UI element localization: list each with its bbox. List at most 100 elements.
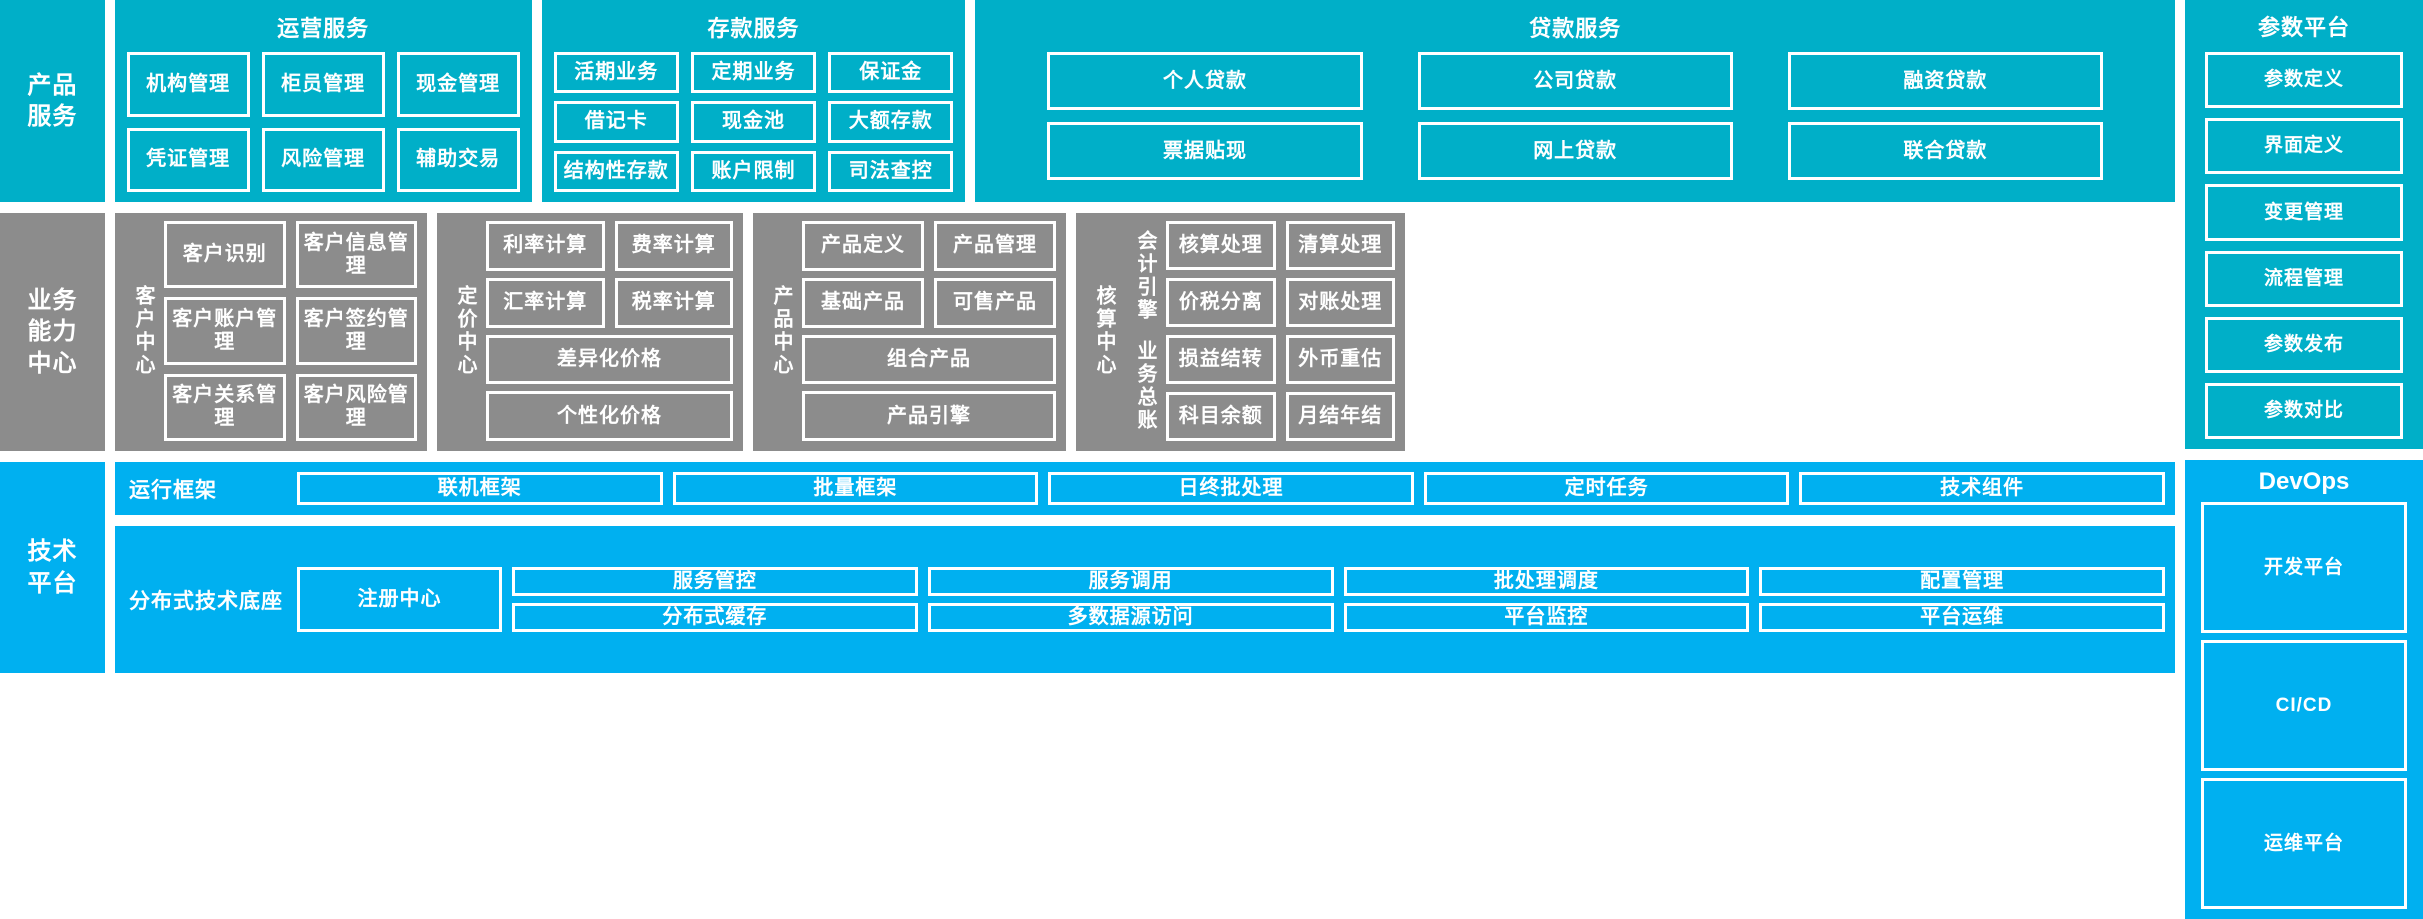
band-product-services: 产品服务 运营服务 机构管理 柜员管理 现金管理 凭证管理 风险管理 辅助交易 … [0,0,2175,202]
accounting-sublabels: 会计引擎 业务总账 [1125,221,1166,441]
capability-item[interactable]: 基础产品 [802,277,924,328]
capability-item[interactable]: 客户识别 [164,221,286,289]
capability-item[interactable]: 客户签约管理 [295,297,417,365]
capability-item[interactable]: 客户关系管理 [164,373,286,441]
tech-item-registry[interactable]: 注册中心 [297,567,502,632]
capability-item[interactable]: 差异化价格 [486,334,733,385]
service-item[interactable]: 票据贴现 [1047,122,1363,180]
devops-item[interactable]: 运维平台 [2201,778,2407,909]
capability-item[interactable]: 组合产品 [802,334,1056,385]
tech-item[interactable]: 服务管控 [512,567,918,596]
capability-item[interactable]: 客户账户管理 [164,297,286,365]
capability-item[interactable]: 税率计算 [614,277,733,328]
panel-title-parameter-platform: 参数平台 [2257,15,2350,40]
capability-item[interactable]: 可售产品 [934,277,1056,328]
tech-item[interactable]: 批量框架 [672,472,1039,505]
panel-parameter-platform: 参数平台 参数定义 界面定义 变更管理 流程管理 参数发布 参数对比 [2185,0,2423,449]
param-item[interactable]: 流程管理 [2205,250,2403,307]
param-item[interactable]: 界面定义 [2205,118,2403,175]
devops-items: 开发平台 CI/CD 运维平台 [2201,502,2407,909]
param-item[interactable]: 参数对比 [2205,382,2403,440]
service-item[interactable]: 风险管理 [261,127,385,192]
tech-group: 批处理调度 平台监控 [1343,567,1750,632]
param-item[interactable]: 变更管理 [2205,184,2403,241]
panel-loan-services: 贷款服务 个人贷款 公司贷款 融资贷款 票据贴现 网上贷款 联合贷款 [975,0,2175,202]
center-label-product: 产品中心 [770,285,792,377]
tech-item[interactable]: 配置管理 [1759,567,2165,596]
product-center-grid: 产品定义 产品管理 基础产品 可售产品 组合产品 产品引擎 [802,221,1056,441]
tech-item[interactable]: 平台运维 [1759,603,2165,632]
operation-services-grid: 机构管理 柜员管理 现金管理 凭证管理 风险管理 辅助交易 [126,52,520,192]
capability-item[interactable]: 对账处理 [1285,278,1395,327]
capability-item[interactable]: 产品引擎 [802,391,1056,441]
capability-item[interactable]: 清算处理 [1285,221,1395,270]
capability-item[interactable]: 产品定义 [802,221,924,271]
capability-item[interactable]: 科目余额 [1166,392,1276,441]
capability-item[interactable]: 损益结转 [1166,335,1276,384]
devops-item[interactable]: CI/CD [2201,640,2407,771]
param-item[interactable]: 参数定义 [2205,52,2403,109]
band-capability-centers: 业务能力中心 客户中心 客户识别 客户信息管理 客户账户管理 客户签约管理 客户… [0,213,2175,451]
tech-item[interactable]: 技术组件 [1799,472,2165,505]
capability-item[interactable]: 产品管理 [934,221,1056,271]
tech-item[interactable]: 联机框架 [297,472,663,505]
capability-item[interactable]: 月结年结 [1285,392,1395,441]
service-item[interactable]: 活期业务 [553,52,679,94]
band-label-product-services: 产品服务 [0,0,105,202]
service-item[interactable]: 司法查控 [828,150,954,192]
capability-item[interactable]: 核算处理 [1166,221,1276,270]
panel-operation-services: 运营服务 机构管理 柜员管理 现金管理 凭证管理 风险管理 辅助交易 [114,0,532,202]
row-distributed-base: 分布式技术底座 注册中心 服务管控 分布式缓存 服务调用 多数据源访问 批处理调… [115,526,2175,673]
band-label-tech-platform: 技术平台 [0,462,105,673]
center-label-accounting: 核算中心 [1093,285,1115,377]
panel-devops: DevOps 开发平台 CI/CD 运维平台 [2185,460,2423,919]
tech-item[interactable]: 服务调用 [927,567,1334,596]
main-column: 产品服务 运营服务 机构管理 柜员管理 现金管理 凭证管理 风险管理 辅助交易 … [0,0,2175,673]
service-item[interactable]: 账户限制 [690,150,817,192]
capability-item[interactable]: 外币重估 [1285,335,1395,384]
service-item[interactable]: 辅助交易 [396,127,520,192]
panel-product-center: 产品中心 产品定义 产品管理 基础产品 可售产品 组合产品 产品引擎 [753,213,1066,451]
tech-item[interactable]: 多数据源访问 [927,603,1334,632]
panel-title-deposit-services: 存款服务 [707,16,800,41]
service-item[interactable]: 现金池 [690,101,817,143]
customer-center-grid: 客户识别 客户信息管理 客户账户管理 客户签约管理 客户关系管理 客户风险管理 [164,221,417,441]
capability-item[interactable]: 利率计算 [486,221,605,271]
capability-item[interactable]: 客户风险管理 [295,373,417,441]
service-item[interactable]: 保证金 [828,52,954,94]
panel-title-loan-services: 贷款服务 [1529,16,1622,41]
service-item[interactable]: 结构性存款 [553,150,679,192]
service-item[interactable]: 机构管理 [126,52,250,117]
param-item[interactable]: 参数发布 [2205,316,2403,373]
service-item[interactable]: 现金管理 [396,52,520,117]
tech-item[interactable]: 批处理调度 [1343,567,1750,596]
tech-item[interactable]: 定时任务 [1423,472,1790,505]
service-item[interactable]: 凭证管理 [126,127,250,192]
service-item[interactable]: 融资贷款 [1787,52,2103,110]
row-label-distributed-base: 分布式技术底座 [129,589,283,613]
panel-pricing-center: 定价中心 利率计算 费率计算 汇率计算 税率计算 差异化价格 个性化价格 [437,213,743,451]
capability-item[interactable]: 客户信息管理 [295,221,417,289]
capability-item[interactable]: 个性化价格 [486,391,733,441]
service-item[interactable]: 定期业务 [690,52,817,94]
service-item[interactable]: 公司贷款 [1417,52,1733,110]
service-item[interactable]: 大额存款 [828,101,954,143]
center-label-pricing: 定价中心 [454,285,476,377]
devops-item[interactable]: 开发平台 [2201,502,2407,633]
service-item[interactable]: 柜员管理 [261,52,385,117]
capability-item[interactable]: 汇率计算 [486,277,605,328]
service-item[interactable]: 网上贷款 [1417,122,1733,180]
service-item[interactable]: 联合贷款 [1787,122,2103,180]
tech-item[interactable]: 日终批处理 [1048,472,1414,505]
sublabel-business-ledger: 业务总账 [1134,340,1156,432]
tech-item[interactable]: 平台监控 [1343,603,1750,632]
capability-item[interactable]: 费率计算 [614,221,733,271]
capability-item[interactable]: 价税分离 [1166,278,1276,327]
service-item[interactable]: 借记卡 [553,101,679,143]
band-tech-platform: 技术平台 运行框架 联机框架 批量框架 日终批处理 定时任务 技术组件 分布式技… [0,462,2175,673]
tech-item[interactable]: 分布式缓存 [512,603,918,632]
pricing-center-grid: 利率计算 费率计算 汇率计算 税率计算 差异化价格 个性化价格 [486,221,733,441]
service-item[interactable]: 个人贷款 [1047,52,1363,110]
deposit-services-grid: 活期业务 定期业务 保证金 借记卡 现金池 大额存款 结构性存款 账户限制 司法… [553,52,954,192]
